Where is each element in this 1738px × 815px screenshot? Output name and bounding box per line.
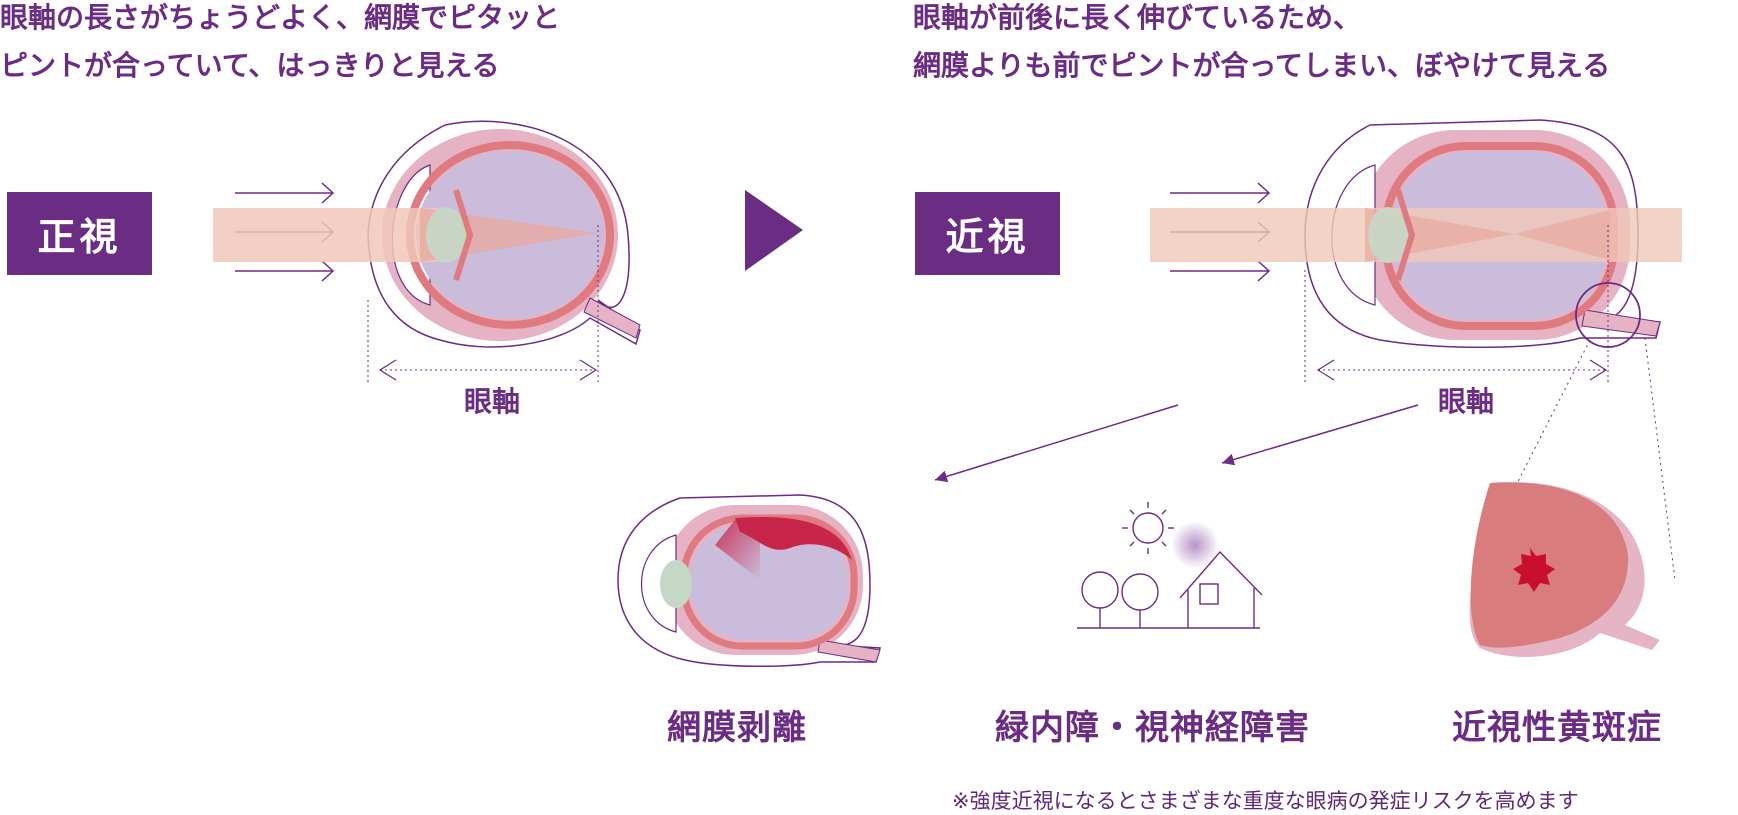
- myopia-axis-label: 眼軸: [1438, 385, 1495, 418]
- normal-caption: 眼軸の長さがちょうどよく、網膜でピタッと ピントが合っていて、はっきりと見える: [0, 0, 560, 90]
- disease-label-myopic-maculopathy: 近視性黄斑症: [1452, 708, 1662, 748]
- myopia-caption: 眼軸が前後に長く伸びているため、 網膜よりも前でピントが合ってしまい、ぼやけて見…: [913, 0, 1610, 90]
- normal-axis-label: 眼軸: [464, 385, 521, 418]
- disease-label-retinal-detachment: 網膜剥離: [667, 708, 807, 748]
- normal-eye-diagram: [213, 120, 641, 385]
- myopia-caption-line2: 網膜よりも前でピントが合ってしまい、ぼやけて見える: [913, 49, 1611, 82]
- bleeding-spot-icon: [1513, 548, 1555, 592]
- disease-label-glaucoma: 緑内障・視神経障害: [995, 708, 1310, 748]
- play-triangle-icon: [745, 190, 803, 271]
- normal-caption-line1: 眼軸の長さがちょうどよく、網膜でピタッと: [0, 1, 561, 34]
- myopia-label: 近視: [915, 192, 1060, 275]
- blurred-house-scene-icon: [1077, 502, 1263, 629]
- retinal-detachment-eye-icon: [617, 494, 881, 667]
- arrow-to-detachment: [934, 404, 1179, 483]
- myopic-eye-diagram: [1150, 119, 1682, 581]
- footnote: ※強度近視になるとさまざまな重度な眼病の発症リスクを高めます: [952, 789, 1579, 813]
- normal-label: 正視: [7, 192, 152, 275]
- normal-caption-line2: ピントが合っていて、はっきりと見える: [0, 49, 500, 82]
- macula-closeup-icon: [1469, 482, 1660, 657]
- myopia-caption-line1: 眼軸が前後に長く伸びているため、: [913, 1, 1362, 34]
- arrow-to-glaucoma: [1221, 404, 1419, 466]
